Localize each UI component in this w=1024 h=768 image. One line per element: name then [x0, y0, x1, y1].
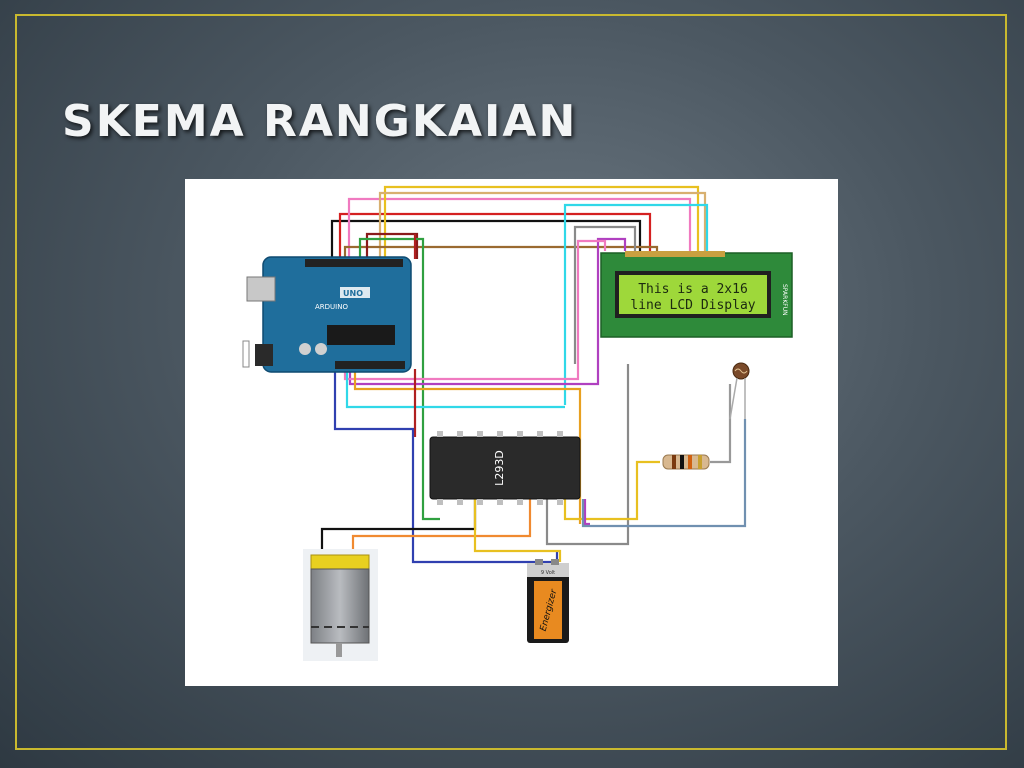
lcd-side-text: SPARKFUN	[781, 284, 788, 316]
wire-yellow-resistor	[563, 460, 660, 521]
wire-magenta-ic	[583, 499, 590, 526]
slide-frame	[15, 14, 1007, 750]
circuit-diagram: ARDUINO UNO This is a 2x16 line LCD Disp…	[185, 179, 838, 686]
wires	[320, 185, 747, 564]
ldr-sensor	[729, 362, 750, 420]
l293d-ic: L293D	[429, 431, 581, 505]
battery-top-text: 9 Volt	[541, 570, 555, 576]
wire-yellow-top	[383, 185, 700, 259]
battery-9v: 9 Volt Energizer	[527, 559, 569, 643]
wire-pink-top	[347, 197, 692, 259]
wire-orange-motor	[351, 499, 532, 554]
lcd-line-1: This is a 2x16	[638, 282, 748, 297]
wire-tan-top	[378, 191, 707, 259]
wire-cyan-top	[563, 203, 709, 405]
slide-title: SKEMA RANGKAIAN	[62, 96, 578, 147]
wire-darkred-top	[365, 232, 419, 259]
wire-gray-top	[573, 225, 637, 364]
wire-black-motor	[320, 499, 477, 554]
lcd-display: This is a 2x16 line LCD Display SPARKFUN	[600, 251, 793, 338]
wire-magenta	[348, 237, 627, 386]
resistor	[662, 454, 710, 470]
wire-gray-bottom	[545, 364, 630, 546]
wire-pink-lower	[343, 239, 607, 381]
wire-green	[358, 237, 440, 521]
wire-brown-top	[343, 245, 659, 259]
dc-motor	[303, 549, 378, 661]
arduino-board: ARDUINO UNO	[242, 256, 412, 373]
wire-resistor-ldr	[710, 384, 732, 464]
wire-steel-ldr	[581, 419, 747, 528]
wire-cyan-lower	[345, 369, 565, 409]
ic-label: L293D	[493, 450, 506, 486]
wire-red-top	[338, 212, 652, 259]
wire-yellow-battery	[473, 499, 562, 562]
arduino-logo-text: ARDUINO	[315, 303, 348, 311]
lcd-line-2: line LCD Display	[630, 298, 755, 313]
wire-black-top	[330, 219, 642, 259]
arduino-model-text: UNO	[343, 289, 363, 298]
circuit-svg: ARDUINO UNO This is a 2x16 line LCD Disp…	[242, 185, 793, 661]
